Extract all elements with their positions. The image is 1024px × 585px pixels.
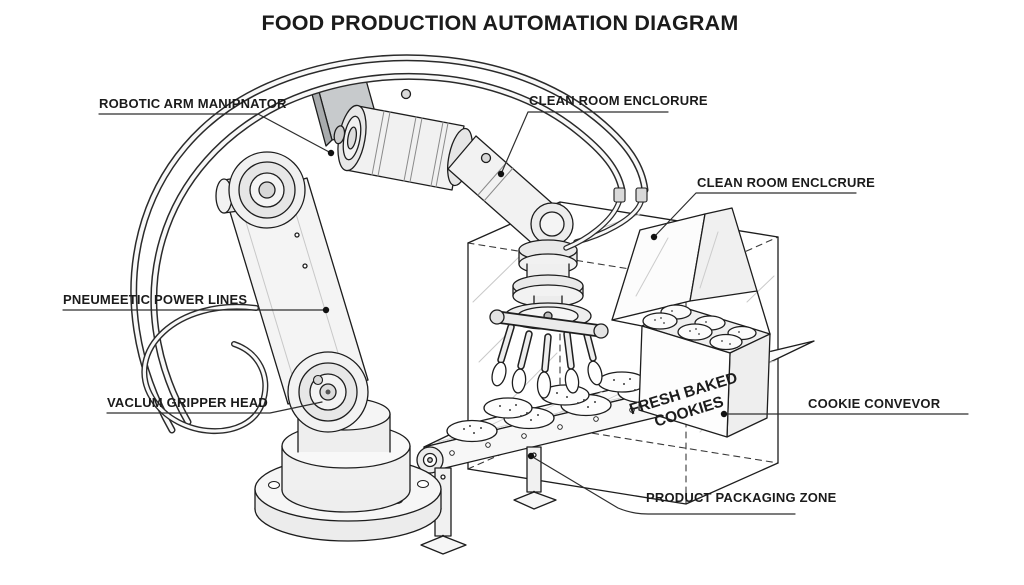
leader-packaging bbox=[530, 455, 796, 515]
forearm bbox=[447, 135, 574, 246]
robot-lower-link bbox=[226, 177, 369, 405]
cookies-in-box bbox=[642, 304, 757, 351]
hose-fitting-top bbox=[400, 88, 412, 100]
gripper-crossbar bbox=[489, 309, 609, 339]
vacuum-gripper-head bbox=[489, 309, 609, 399]
callout-leaders bbox=[62, 111, 969, 515]
wrist bbox=[504, 239, 592, 330]
robot-arm bbox=[215, 79, 609, 542]
label-cookie-conveyor: COOKIE CONVEVOR bbox=[808, 396, 941, 411]
label-pneumatic-power-lines: PNEUMEETIC POWER LINES bbox=[63, 292, 248, 307]
conveyor-roller bbox=[416, 446, 444, 474]
hose-fittings bbox=[312, 187, 648, 386]
leader-gripper bbox=[106, 401, 323, 414]
pneumatic-hoses bbox=[130, 54, 649, 435]
leader-clean-room-right bbox=[653, 192, 857, 238]
label-clean-room-enclosure-top: CLEAN ROOM ENCLORURE bbox=[529, 93, 708, 108]
label-robotic-arm-manipulator: ROBOTIC ARM MANIPNATOR bbox=[99, 96, 287, 111]
leader-clean-room-top bbox=[500, 111, 669, 175]
cookie-box: FRESH BAKED COOKIES bbox=[611, 207, 771, 438]
label-product-packaging-zone: PRODUCT PACKAGING ZONE bbox=[646, 490, 837, 505]
hose-fitting-forearm bbox=[480, 152, 492, 164]
box-lid-right bbox=[689, 207, 758, 302]
motor-face bbox=[333, 104, 367, 172]
diagram-title: FOOD PRODUCTION AUTOMATION DIAGRAM bbox=[261, 11, 739, 35]
leader-dots bbox=[322, 149, 728, 460]
label-vacuum-gripper-head: VACLUM GRIPPER HEAD bbox=[107, 395, 269, 410]
leader-robotic-arm bbox=[98, 113, 332, 154]
shoulder-joint bbox=[287, 351, 369, 433]
box-lid-left bbox=[611, 213, 706, 321]
label-clean-room-enclosure-right: CLEAN ROOM ENCLCRURE bbox=[697, 175, 876, 190]
box-front-face bbox=[638, 325, 731, 438]
gripper-finger-tips bbox=[491, 360, 603, 399]
elbow-joint bbox=[215, 151, 306, 229]
